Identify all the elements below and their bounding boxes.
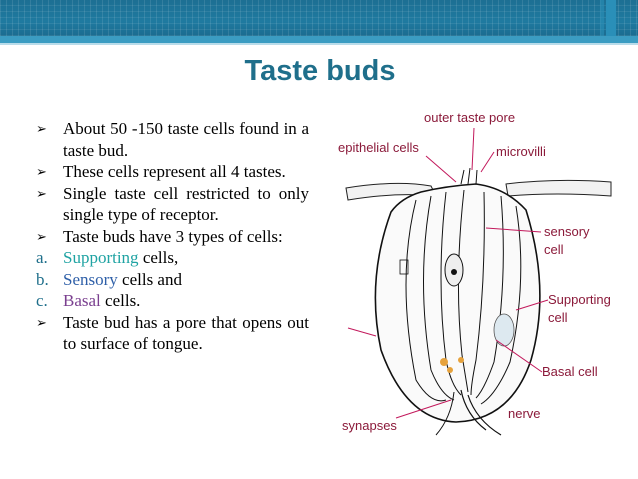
arrow-bullet-icon: ➢ <box>36 121 47 136</box>
slide-title: Taste buds <box>244 55 396 87</box>
label-supporting-cell: cell <box>548 310 568 325</box>
bullet-text: About 50 -150 taste cells found in a tas… <box>63 119 309 160</box>
label-basal-cell: Basal cell <box>542 364 598 379</box>
banner-accent-tab <box>606 0 616 36</box>
cell-type-suffix: cells. <box>100 291 141 310</box>
bullet-item: ➢ About 50 -150 taste cells found in a t… <box>36 118 309 161</box>
arrow-bullet-icon: ➢ <box>36 228 47 244</box>
bullet-item: ➢ Taste bud has a pore that opens out to… <box>36 312 309 355</box>
label-nerve: nerve <box>508 406 541 421</box>
label-sensory-cell: cell <box>544 242 564 257</box>
bullet-item: ➢ Taste buds have 3 types of cells: <box>36 226 309 248</box>
cell-type-suffix: cells and <box>117 269 182 289</box>
cell-type-item: b. Sensory cells and <box>36 269 309 291</box>
cell-type-item: a. Supporting cells, <box>36 247 309 269</box>
bullet-text: Taste bud has a pore that opens out to s… <box>63 312 309 354</box>
cell-type-item: c. Basal cells. <box>36 290 309 312</box>
cell-type-name: Basal <box>63 291 101 310</box>
bullet-list: ➢ About 50 -150 taste cells found in a t… <box>36 118 309 355</box>
cell-type-suffix: cells, <box>138 248 179 267</box>
label-supporting: Supporting <box>548 292 611 307</box>
bullet-item: ➢ These cells represent all 4 tastes. <box>36 161 309 183</box>
arrow-bullet-icon: ➢ <box>36 314 47 330</box>
cell-type-name: Supporting <box>63 248 139 267</box>
list-letter: c. <box>36 291 48 310</box>
bullet-text: These cells represent all 4 tastes. <box>63 162 286 181</box>
label-synapses: synapses <box>342 418 397 433</box>
banner-stripe <box>0 36 638 43</box>
arrow-bullet-icon: ➢ <box>36 185 47 201</box>
banner-accent-bar <box>600 0 604 36</box>
taste-bud-diagram: outer taste pore epithelial cells microv… <box>336 100 626 445</box>
banner-grid-texture <box>0 0 638 36</box>
bullet-text: Taste buds have 3 types of cells: <box>63 226 283 246</box>
label-microvilli: microvilli <box>496 144 546 159</box>
cell-type-name: Sensory <box>63 269 118 289</box>
label-epithelial-cells: epithelial cells <box>338 140 419 155</box>
bullet-item: ➢ Single taste cell restricted to only s… <box>36 183 309 226</box>
list-letter: b. <box>36 269 49 289</box>
bullet-text: Single taste cell restricted to only sin… <box>63 183 309 225</box>
top-banner <box>0 0 638 36</box>
label-sensory: sensory <box>544 224 590 239</box>
taste-bud-illustration <box>345 127 612 436</box>
banner-stripe-light <box>0 43 638 45</box>
list-letter: a. <box>36 248 48 267</box>
label-outer-taste-pore: outer taste pore <box>424 110 516 125</box>
arrow-bullet-icon: ➢ <box>36 164 47 179</box>
